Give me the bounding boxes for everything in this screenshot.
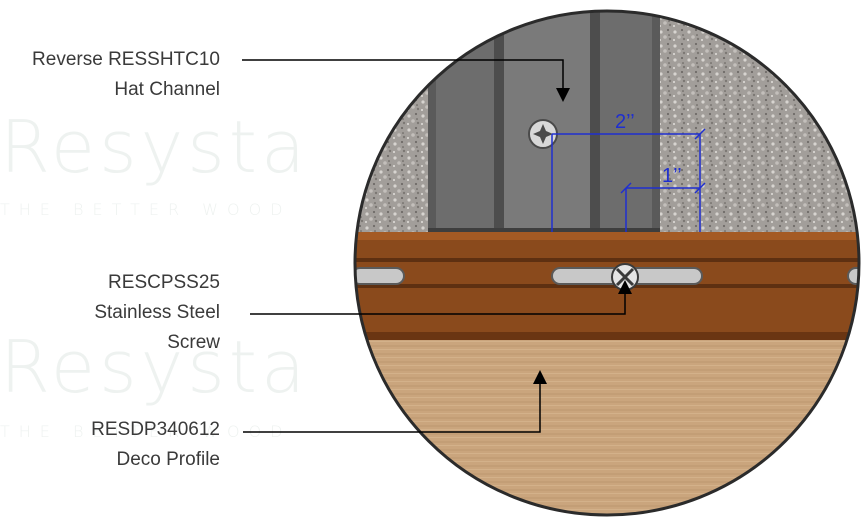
callout-screw: RESCPSS25 Stainless Steel Screw	[94, 268, 220, 358]
callout-hat-channel: Reverse RESSHTC10 Hat Channel	[32, 45, 220, 105]
callout-line: RESCPSS25	[108, 272, 220, 293]
watermark-logo-bottom: Resysta	[0, 325, 309, 409]
watermark-tagline-bottom: THE BETTER WOOD	[0, 422, 292, 441]
dimension-lines	[551, 128, 706, 232]
callout-line: Stainless Steel	[94, 302, 220, 323]
callout-line: Reverse RESSHTC10	[32, 49, 220, 70]
watermark-logo-top: Resysta	[0, 105, 309, 189]
leader-screw	[250, 290, 626, 315]
leader-deco-profile	[243, 380, 541, 433]
watermark-tagline-text: THE BETTER WOOD	[0, 422, 292, 441]
rail-screw-icon	[611, 263, 639, 291]
callout-deco-profile: RESDP340612 Deco Profile	[91, 415, 220, 475]
leader-hat-channel	[242, 59, 564, 93]
dimension-outer-label: 2’’	[615, 111, 635, 133]
deco-profile	[355, 340, 859, 515]
callout-line: Screw	[167, 332, 220, 353]
watermark-tagline-top: THE BETTER WOOD	[0, 200, 292, 219]
callout-line: Hat Channel	[114, 79, 220, 100]
watermark-tagline-text: THE BETTER WOOD	[0, 200, 292, 219]
watermark-logo-text: Resysta	[0, 105, 310, 189]
magnifier-ring	[353, 9, 861, 517]
watermark-logo-text: Resysta	[0, 325, 310, 409]
leader-lines	[242, 59, 632, 433]
callout-line: Deco Profile	[116, 449, 221, 470]
callout-line: RESDP340612	[91, 419, 220, 440]
brown-rail	[355, 232, 859, 340]
dimension-inner-label: 1’’	[662, 165, 682, 187]
